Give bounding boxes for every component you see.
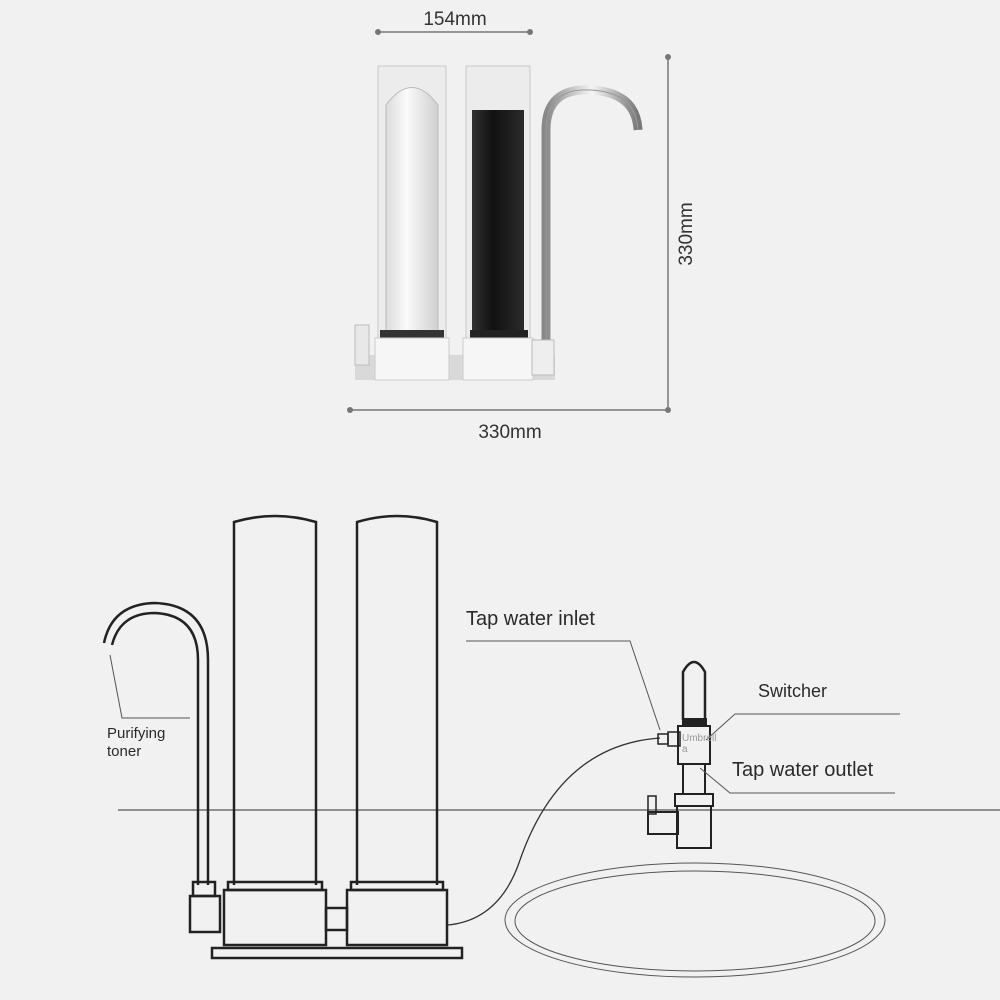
product-photo [354,65,643,381]
label-umbrella-line1: Umbrell [682,733,716,744]
filter-cylinder-left [232,514,318,885]
dimension-height: 330mm [676,202,697,265]
inlet-hose [447,737,661,926]
filter-cylinder-right [355,514,439,885]
left-filter-housing [374,65,450,381]
filter-base-right [345,888,449,947]
label-tap-water-outlet: Tap water outlet [732,759,874,781]
dimension-lines [347,29,671,413]
leader-switcher [705,713,900,741]
inlet-valve [354,324,370,366]
right-filter-housing [462,65,534,381]
base-plate [210,946,464,960]
label-purifying-toner-line1: Purifying [107,725,165,742]
dimension-bottom-width: 330mm [478,422,541,443]
installation-drawing [102,514,1000,978]
leader-tap-water-outlet [699,767,895,794]
label-tap-water-inlet: Tap water inlet [466,608,595,630]
dimension-top-width: 154mm [423,9,486,30]
switcher-device [647,660,714,849]
leader-tap-water-inlet [466,640,661,731]
faucet-valve [188,894,222,934]
label-switcher: Switcher [758,681,827,701]
filter-base-left [222,888,328,947]
label-purifying-toner-line2: toner [107,743,141,760]
faucet-pipe [110,611,200,885]
leader-purifying-toner [109,654,190,719]
label-umbrella-line2: a [682,744,688,755]
sink-basin [504,862,886,978]
chrome-spout [541,85,643,350]
